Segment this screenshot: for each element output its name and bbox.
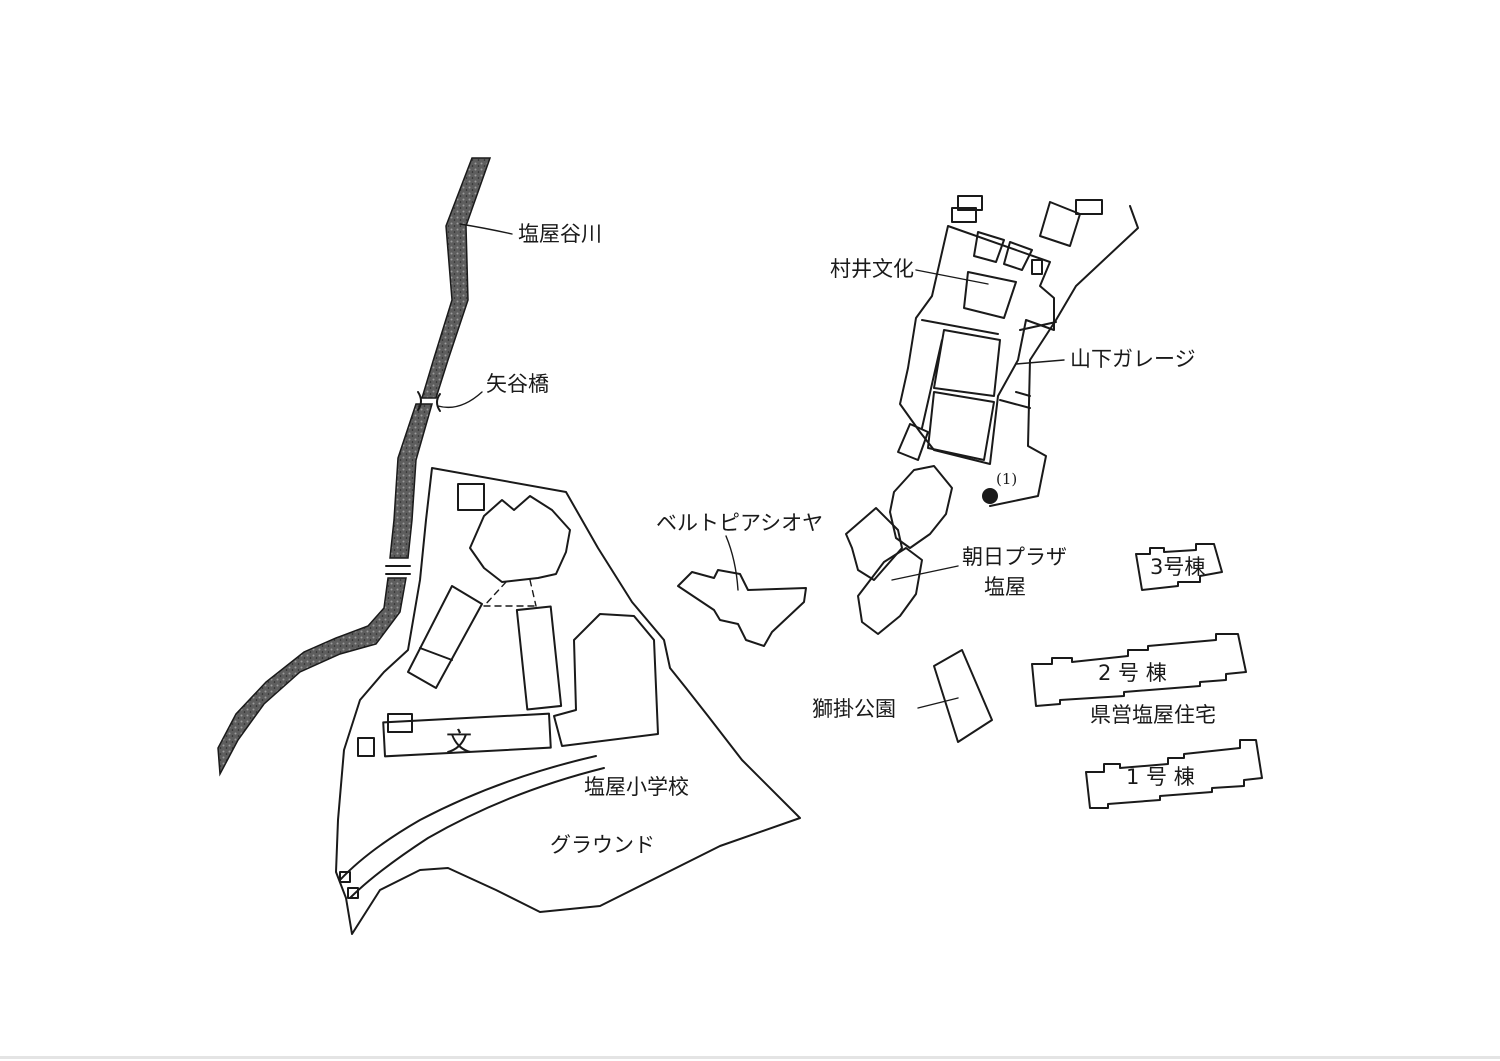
lot-h bbox=[1075, 199, 1103, 215]
school-connector bbox=[483, 579, 537, 607]
school-gym bbox=[553, 613, 659, 747]
asahi-plaza-south bbox=[857, 547, 923, 635]
building-1-outline bbox=[1085, 739, 1263, 809]
prefectural-housing-label: 県営塩屋住宅 bbox=[1090, 703, 1216, 727]
school-road-a bbox=[339, 755, 597, 881]
bridge-upper bbox=[417, 391, 441, 412]
park-label: 獅掛公園 bbox=[812, 697, 896, 721]
yamashita-garage-label: 山下ガレージ bbox=[1070, 347, 1196, 371]
northeast-road-inner bbox=[999, 321, 1057, 409]
murai-bunka-building bbox=[963, 271, 1017, 319]
lot-f bbox=[957, 195, 983, 211]
building-1-label: 1 号 棟 bbox=[1126, 765, 1195, 789]
murai-bunka-leader bbox=[915, 269, 989, 285]
northeast-outline bbox=[899, 225, 1055, 465]
lot-b bbox=[927, 391, 995, 461]
river-lower bbox=[217, 577, 407, 777]
asahi-plaza bbox=[845, 465, 959, 635]
belltopia-leader bbox=[725, 535, 739, 591]
lot-c bbox=[897, 423, 929, 461]
lot-d bbox=[973, 231, 1033, 271]
asahi-plaza-label-2: 塩屋 bbox=[984, 575, 1026, 599]
school-area bbox=[335, 467, 801, 935]
building-3-label: 3号棟 bbox=[1150, 555, 1205, 579]
asahi-plaza-label-1: 朝日プラザ bbox=[962, 545, 1067, 569]
belltopia-building bbox=[677, 569, 807, 647]
building-2-label: 2 号 棟 bbox=[1098, 661, 1167, 685]
lot-g bbox=[951, 207, 977, 223]
school-road-b bbox=[349, 767, 605, 899]
river-upper bbox=[420, 157, 492, 399]
ground-label: グラウンド bbox=[550, 833, 655, 857]
lot-e bbox=[1039, 201, 1081, 247]
scan-edge bbox=[0, 1056, 1500, 1059]
asahi-plaza-leader bbox=[891, 565, 959, 581]
park-leader bbox=[917, 697, 959, 709]
river-leader bbox=[459, 223, 513, 235]
asahi-plaza-middle bbox=[845, 507, 903, 581]
school-symbol: 文 bbox=[446, 728, 472, 758]
northeast-block bbox=[897, 195, 1139, 507]
building-2-outline bbox=[1031, 633, 1247, 707]
belltopia-label: ベルトピアシオヤ bbox=[656, 511, 823, 535]
river-middle bbox=[389, 403, 433, 559]
lot-a bbox=[921, 319, 1001, 429]
school-main-building bbox=[382, 712, 552, 758]
point-marker-label: (1) bbox=[996, 470, 1017, 488]
bridge-lower bbox=[385, 565, 411, 575]
river bbox=[217, 157, 513, 777]
bridge-leader bbox=[437, 391, 483, 409]
point-marker bbox=[982, 488, 998, 504]
school-gate-a bbox=[339, 871, 351, 883]
northeast-road bbox=[989, 205, 1139, 507]
school-annex bbox=[387, 713, 413, 733]
bridge-label: 矢谷橋 bbox=[486, 372, 549, 396]
garage-leader bbox=[1015, 359, 1065, 365]
park-boundary bbox=[933, 649, 993, 743]
school-small-building bbox=[457, 483, 485, 511]
school-gate-b bbox=[347, 887, 359, 899]
lot-i bbox=[1031, 259, 1043, 275]
murai-bunka-label: 村井文化 bbox=[830, 257, 914, 281]
school-shed bbox=[357, 737, 375, 757]
school-boundary bbox=[335, 467, 801, 935]
school-wing-center bbox=[515, 605, 563, 711]
school-wing-west bbox=[407, 585, 483, 689]
building-3-outline bbox=[1135, 543, 1223, 591]
school-label: 塩屋小学校 bbox=[584, 775, 689, 799]
school-main-block bbox=[469, 495, 571, 583]
river-label: 塩屋谷川 bbox=[518, 222, 602, 246]
